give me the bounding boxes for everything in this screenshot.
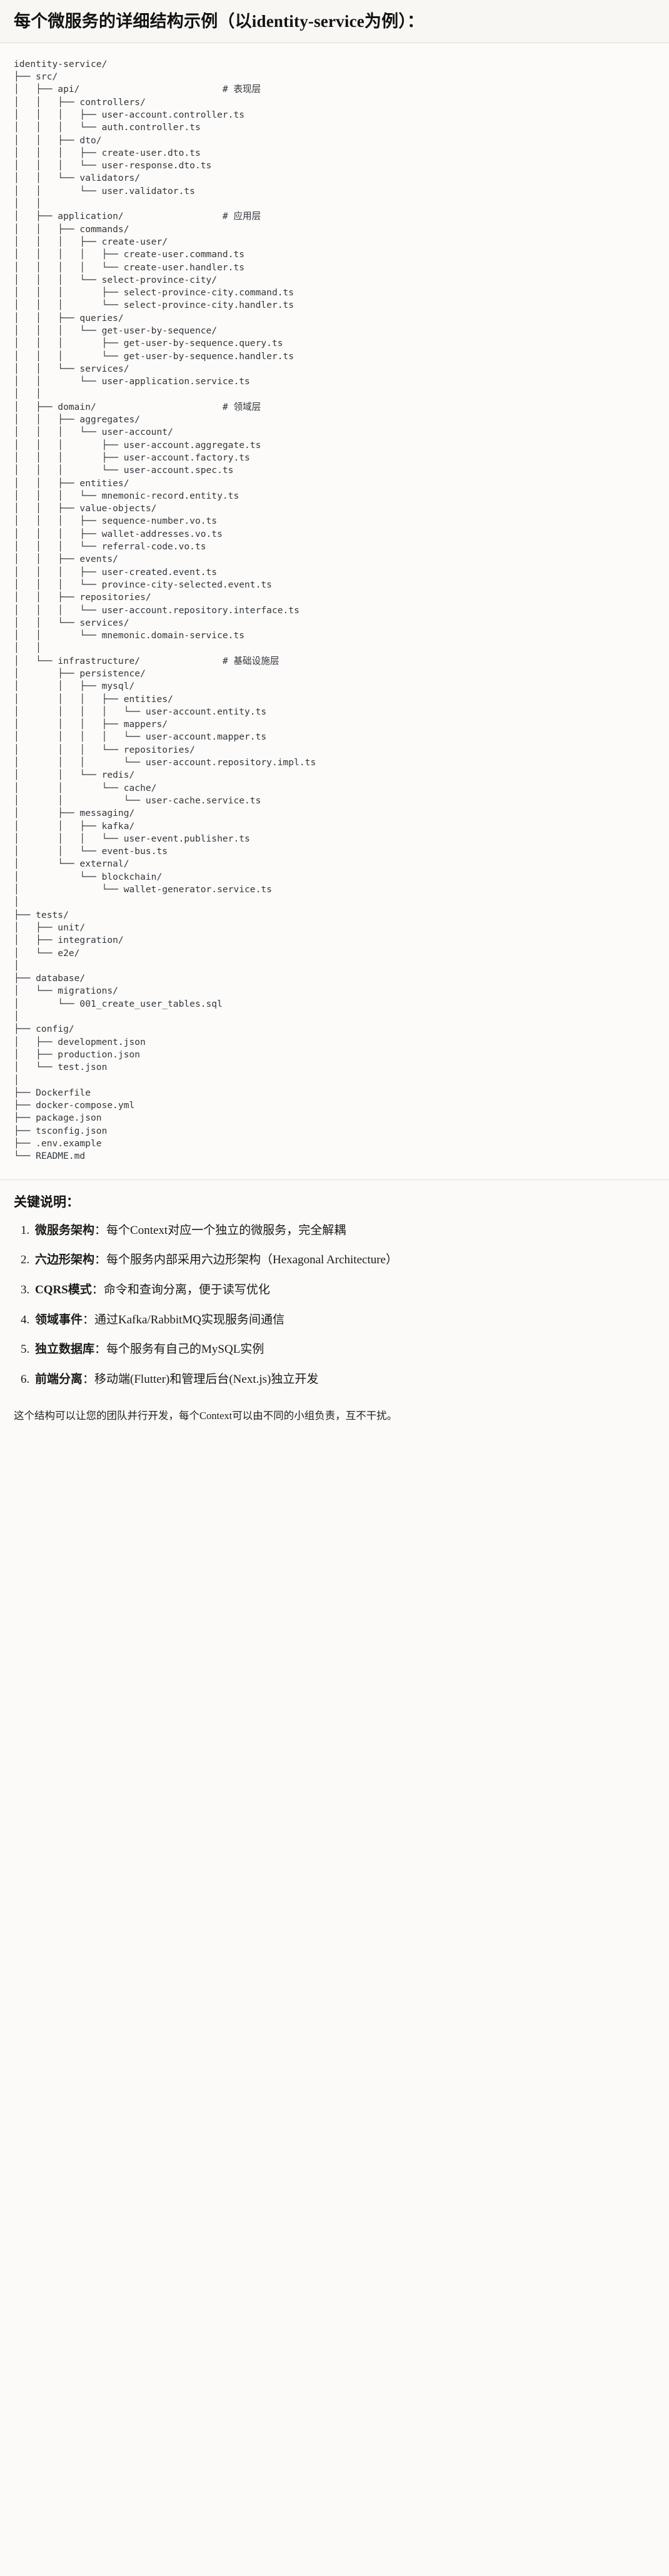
note-separator: ：: [91, 1283, 104, 1296]
note-description: 每个服务有自己的MySQL实例: [106, 1343, 264, 1357]
key-notes-heading: 关键说明：: [14, 1194, 79, 1209]
key-notes-section: 关键说明： 微服务架构：每个Context对应一个独立的微服务，完全解耦 六边形…: [0, 1179, 669, 1406]
note-term: 六边形架构: [35, 1253, 95, 1267]
note-separator: ：: [83, 1372, 95, 1386]
list-item: 前端分离：移动端(Flutter)和管理后台(Next.js)独立开发: [33, 1371, 655, 1388]
list-item: 独立数据库：每个服务有自己的MySQL实例: [33, 1341, 655, 1358]
directory-tree: identity-service/ ├── src/ │ ├── api/ # …: [14, 58, 316, 1162]
note-description: 移动端(Flutter)和管理后台(Next.js)独立开发: [94, 1372, 319, 1386]
note-separator: ：: [94, 1343, 107, 1357]
closing-section: 这个结构可以让您的团队并行开发，每个Context可以由不同的小组负责，互不干扰…: [0, 1405, 669, 1441]
note-description: 每个Context对应一个独立的微服务，完全解耦: [106, 1223, 346, 1237]
list-item: 六边形架构：每个服务内部采用六边形架构（Hexagonal Architectu…: [33, 1251, 655, 1269]
note-separator: ：: [83, 1313, 95, 1326]
page-title: 每个微服务的详细结构示例（以identity-service为例）：: [14, 12, 425, 31]
document-page: 每个微服务的详细结构示例（以identity-service为例）： ident…: [0, 0, 669, 1441]
list-item: 微服务架构：每个Context对应一个独立的微服务，完全解耦: [33, 1222, 655, 1240]
note-separator: ：: [94, 1253, 107, 1267]
note-description: 通过Kafka/RabbitMQ实现服务间通信: [94, 1313, 285, 1326]
note-description: 每个服务内部采用六边形架构（Hexagonal Architecture）: [106, 1253, 398, 1267]
note-term: 前端分离: [35, 1372, 83, 1386]
key-notes-list: 微服务架构：每个Context对应一个独立的微服务，完全解耦 六边形架构：每个服…: [14, 1222, 655, 1388]
list-item: 领域事件：通过Kafka/RabbitMQ实现服务间通信: [33, 1311, 655, 1329]
closing-paragraph: 这个结构可以让您的团队并行开发，每个Context可以由不同的小组负责，互不干扰…: [14, 1410, 398, 1422]
list-item: CQRS模式：命令和查询分离，便于读写优化: [33, 1281, 655, 1299]
directory-tree-block: identity-service/ ├── src/ │ ├── api/ # …: [0, 43, 669, 1180]
note-term: 微服务架构: [35, 1223, 95, 1237]
note-term: 领域事件: [35, 1313, 83, 1326]
note-term: 独立数据库: [35, 1343, 95, 1357]
note-separator: ：: [94, 1223, 107, 1237]
note-description: 命令和查询分离，便于读写优化: [103, 1283, 270, 1296]
note-term: CQRS模式: [35, 1283, 92, 1296]
document-header: 每个微服务的详细结构示例（以identity-service为例）：: [0, 0, 669, 43]
